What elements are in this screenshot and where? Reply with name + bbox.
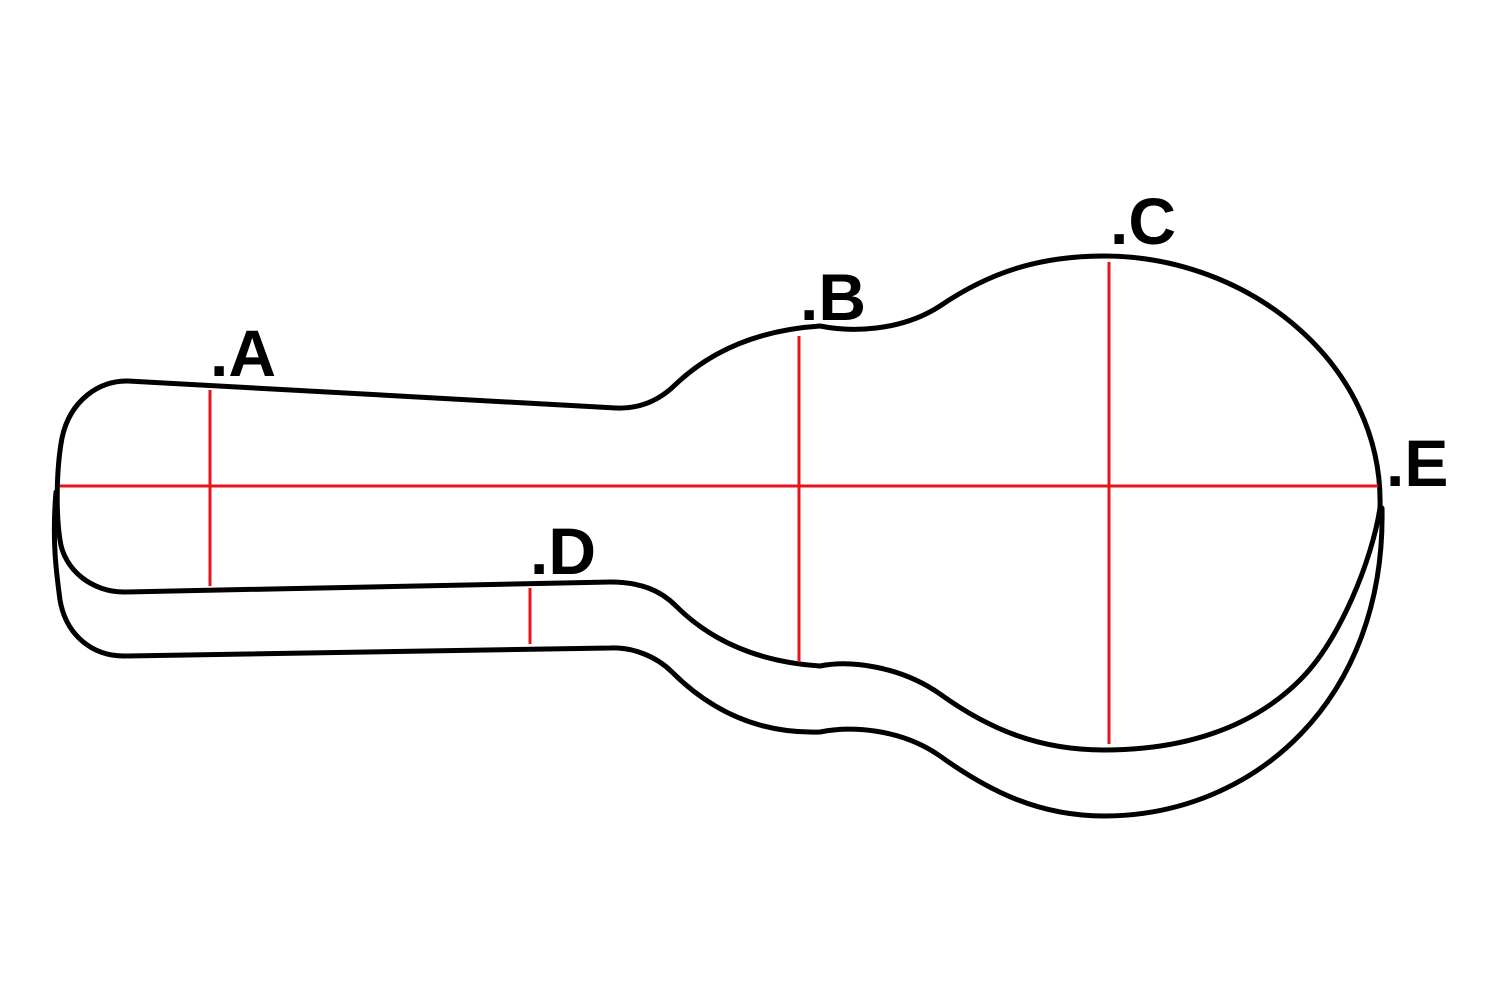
label-b: .B [800,260,866,334]
case-top-outline [54,253,1383,753]
label-c: .C [1110,184,1176,258]
label-e: .E [1386,426,1448,500]
label-d: .D [530,514,596,588]
label-a: .A [210,316,276,390]
case-bottom-edge-outline [51,489,1385,819]
